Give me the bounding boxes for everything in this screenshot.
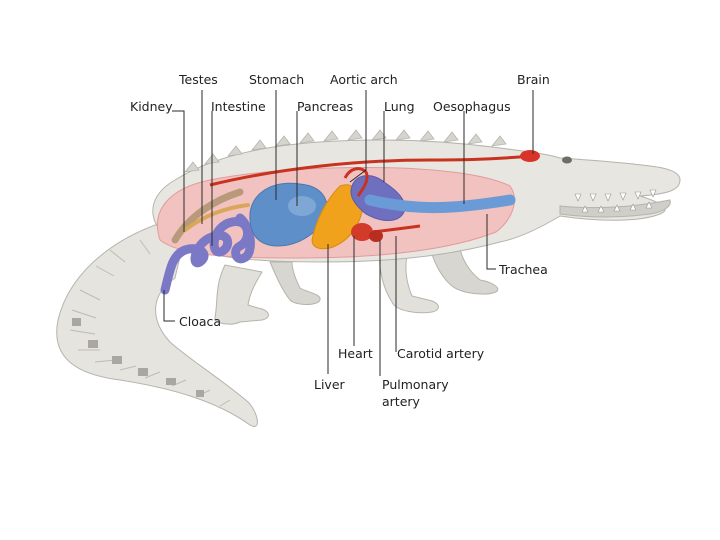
back-leg bbox=[215, 265, 268, 324]
label-pulmonary-artery-line1: Pulmonary bbox=[382, 377, 449, 392]
label-brain: Brain bbox=[517, 72, 550, 87]
brain bbox=[520, 150, 540, 162]
heart-right bbox=[369, 230, 383, 242]
label-liver: Liver bbox=[314, 377, 346, 392]
label-pulmonary-artery-line2: artery bbox=[382, 394, 421, 409]
label-heart: Heart bbox=[338, 346, 373, 361]
front-leg-far bbox=[430, 248, 498, 294]
label-cloaca: Cloaca bbox=[179, 314, 221, 329]
back-leg-far bbox=[270, 262, 320, 305]
label-aortic-arch: Aortic arch bbox=[330, 72, 398, 87]
label-carotid-artery: Carotid artery bbox=[397, 346, 485, 361]
eye bbox=[562, 157, 572, 164]
label-trachea: Trachea bbox=[498, 262, 548, 277]
label-intestine: Intestine bbox=[211, 99, 266, 114]
label-lung: Lung bbox=[384, 99, 415, 114]
pancreas bbox=[288, 196, 316, 216]
label-oesophagus: Oesophagus bbox=[433, 99, 511, 114]
label-stomach: Stomach bbox=[249, 72, 304, 87]
label-kidney: Kidney bbox=[130, 99, 173, 114]
label-testes: Testes bbox=[178, 72, 218, 87]
label-pancreas: Pancreas bbox=[297, 99, 353, 114]
